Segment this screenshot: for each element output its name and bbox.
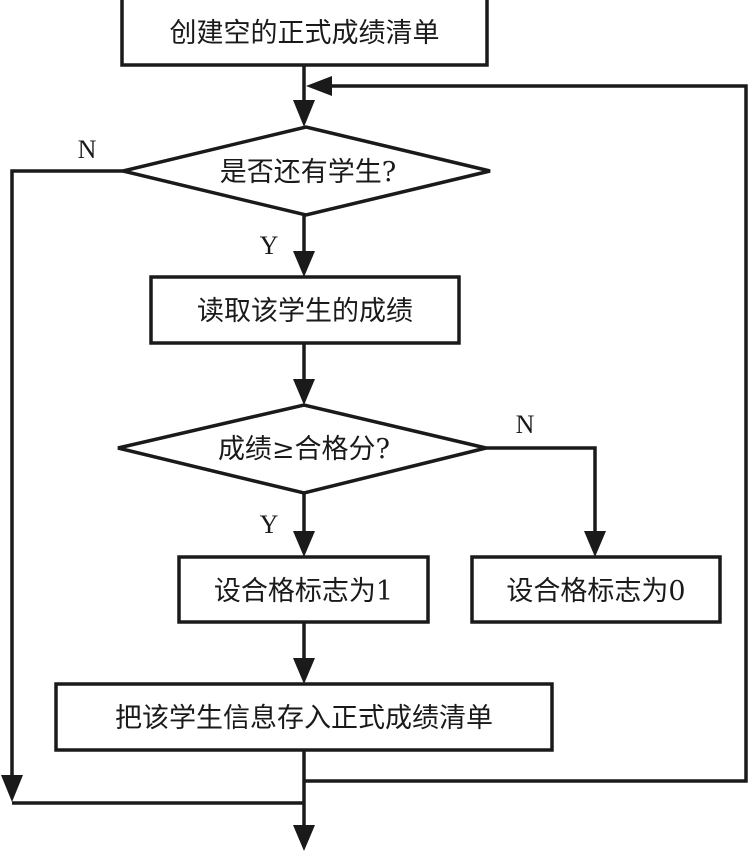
branch-label-yes: Y (260, 231, 279, 260)
node-label: 成绩≥合格分? (218, 434, 390, 465)
process-box (470, 555, 722, 624)
arrowhead-icon (306, 76, 332, 96)
branch-label-yes: Y (260, 510, 279, 539)
arrowhead-icon (293, 100, 315, 127)
process-box (120, 0, 489, 67)
node-has-student: 是否还有学生? (122, 125, 491, 217)
node-is-pass: 成绩≥合格分? (117, 403, 487, 495)
node-label: 读取该学生的成绩 (197, 296, 413, 327)
process-box (149, 275, 461, 345)
node-label: 创建空的正式成绩清单 (170, 18, 440, 49)
decision-diamond (122, 125, 491, 217)
process-box (177, 555, 430, 624)
node-read-score: 读取该学生的成绩 (149, 275, 461, 345)
process-box (54, 682, 554, 752)
arrowhead-icon (584, 531, 606, 557)
arrowhead-icon (293, 825, 315, 851)
branch-label-no: N (78, 135, 97, 164)
arrowhead-icon (293, 251, 315, 277)
edge-decision2-no (486, 446, 597, 541)
edges (1, 65, 748, 851)
node-label: 设合格标志为0 (506, 576, 685, 607)
arrowhead-icon (293, 379, 315, 405)
edge-loop-back (304, 84, 748, 783)
node-label: 把该学生信息存入正式成绩清单 (115, 703, 493, 734)
node-label: 设合格标志为1 (214, 576, 393, 607)
arrowhead-icon (293, 531, 315, 557)
arrowhead-icon (1, 775, 23, 802)
node-store: 把该学生信息存入正式成绩清单 (54, 682, 554, 752)
node-create: 创建空的正式成绩清单 (120, 0, 489, 67)
branch-label-no: N (516, 410, 535, 439)
node-set-pass-1: 设合格标志为1 (177, 555, 430, 624)
edge-decision1-no (10, 169, 123, 785)
arrowhead-icon (293, 658, 315, 684)
node-label: 是否还有学生? (220, 157, 396, 188)
decision-diamond (117, 403, 487, 495)
node-set-pass-0: 设合格标志为0 (470, 555, 722, 624)
